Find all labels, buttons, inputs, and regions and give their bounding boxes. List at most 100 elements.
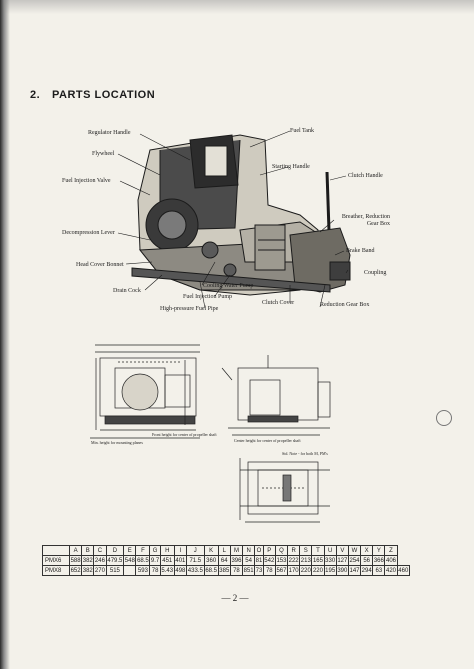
table-cell: 68.5 (203, 565, 219, 576)
callout-brake-band: Brake Band (346, 248, 375, 254)
table-header-cell: F (135, 545, 151, 556)
table-header-cell: S (299, 545, 313, 556)
callout-leader-lines (117, 130, 349, 309)
table-cell: 220 (299, 565, 313, 576)
table-cell: 56 (360, 555, 374, 566)
callout-flywheel: Flywheel (92, 151, 115, 157)
table-header-cell: M (229, 545, 244, 556)
table-header-cell: A (68, 545, 83, 556)
note-min-height: Min. height for mounting planes (91, 440, 143, 445)
scan-top-strip (0, 0, 474, 14)
note-std: Std. Note - for both M, PM's (282, 451, 328, 456)
table-cell: 382 (81, 565, 95, 576)
table-cell: 366 (372, 555, 386, 566)
table-cell: 385 (217, 565, 231, 576)
table-cell: 153 (274, 555, 289, 566)
callout-clutch-handle: Clutch Handle (348, 173, 383, 179)
table-cell: 78 (229, 565, 244, 576)
callout-drain-cock: Drain Cock (113, 288, 141, 294)
table-cell: 390 (335, 565, 349, 576)
note-center: Center height for center of propeller sh… (234, 438, 301, 443)
table-cell: 396 (229, 555, 244, 566)
table-cell: 406 (384, 555, 398, 566)
table-cell: 652 (68, 565, 83, 576)
callout-high-pressure-fuel-pipe: High-pressure Fuel Pipe (160, 306, 219, 312)
callout-breather: Breather, Reduction Gear Box (334, 214, 390, 228)
table-cell: 460 (396, 565, 411, 576)
callout-fuel-injection-pump: Fuel Injection Pump (183, 294, 232, 300)
table-cell: 567 (274, 565, 289, 576)
table-cell: 54 (242, 555, 256, 566)
table-cell: 515 (105, 565, 125, 576)
table-header-cell: R (287, 545, 301, 556)
table-header-cell: B (81, 545, 95, 556)
callout-head-cover-bonnet: Head Cover Bonnet (76, 262, 124, 268)
table-header-cell: E (123, 545, 137, 556)
table-cell: 254 (347, 555, 362, 566)
table-header-cell: N (242, 545, 256, 556)
plan-view-drawing (239, 458, 330, 523)
table-cell: 588 (68, 555, 83, 566)
table-cell: 851 (242, 565, 256, 576)
table-cell: PMX8 (42, 565, 70, 576)
table-header-cell: P (262, 545, 276, 556)
table-cell: 294 (360, 565, 374, 576)
callout-cooling-water-pump: Cooling Water Pump (203, 283, 254, 289)
table-header-cell: K (203, 545, 219, 556)
table-cell: 78 (262, 565, 276, 576)
binder-hole (436, 410, 452, 426)
table-header-cell (42, 545, 70, 556)
front-view-drawing (221, 355, 331, 436)
callout-breather-line2: Gear Box (366, 221, 390, 227)
table-cell: 542 (262, 555, 276, 566)
table-cell: 127 (335, 555, 349, 566)
table-header-cell: Z (384, 545, 398, 556)
table-cell: 548 (123, 555, 137, 566)
callout-reduction-gear-box: Reduction Gear Box (320, 302, 370, 308)
table-cell: 68.5 (135, 555, 151, 566)
table-cell: 147 (347, 565, 362, 576)
table-cell: 170 (287, 565, 301, 576)
table-header-cell: Y (372, 545, 386, 556)
table-cell: 498 (173, 565, 187, 576)
table-cell: 270 (93, 565, 107, 576)
table-header-cell: Q (274, 545, 289, 556)
table-cell: 71.5 (185, 555, 205, 566)
table-header-cell: U (323, 545, 337, 556)
table-cell: 222 (287, 555, 301, 566)
table-cell: 401 (173, 555, 187, 566)
engine-illustration (131, 134, 351, 296)
table-header-cell: V (335, 545, 349, 556)
callout-regulator-handle: Regulator Handle (88, 130, 131, 136)
table-cell: 593 (135, 565, 151, 576)
table-header-cell: G (149, 545, 161, 556)
table-cell: 330 (323, 555, 337, 566)
table-cell: 5.43 (159, 565, 175, 576)
side-view-drawing (90, 344, 200, 439)
page-number: — 2 — (221, 593, 249, 603)
callout-starting-handle: Starting Handle (272, 164, 310, 170)
table-cell: 360 (203, 555, 219, 566)
callout-fuel-injection-valve: Fuel Injection Valve (62, 178, 111, 184)
table-header-cell: I (173, 545, 187, 556)
table-header-cell: D (105, 545, 125, 556)
table-header-cell: O (254, 545, 264, 556)
section-title: PARTS LOCATION (52, 89, 156, 101)
table-cell: 213 (299, 555, 313, 566)
table-header-cell: X (360, 545, 374, 556)
table-cell: 246 (93, 555, 107, 566)
table-cell: 420 (384, 565, 398, 576)
section-heading: 2.PARTS LOCATION (30, 89, 155, 101)
callout-decompression-lever: Decompression Lever (62, 230, 115, 236)
callout-coupling: Coupling (364, 270, 387, 276)
table-header-cell: J (185, 545, 205, 556)
table-header-cell: C (93, 545, 107, 556)
table-header-cell: L (217, 545, 231, 556)
table-cell: 195 (323, 565, 337, 576)
table-header-cell: W (347, 545, 362, 556)
table-cell: 81 (254, 555, 264, 566)
